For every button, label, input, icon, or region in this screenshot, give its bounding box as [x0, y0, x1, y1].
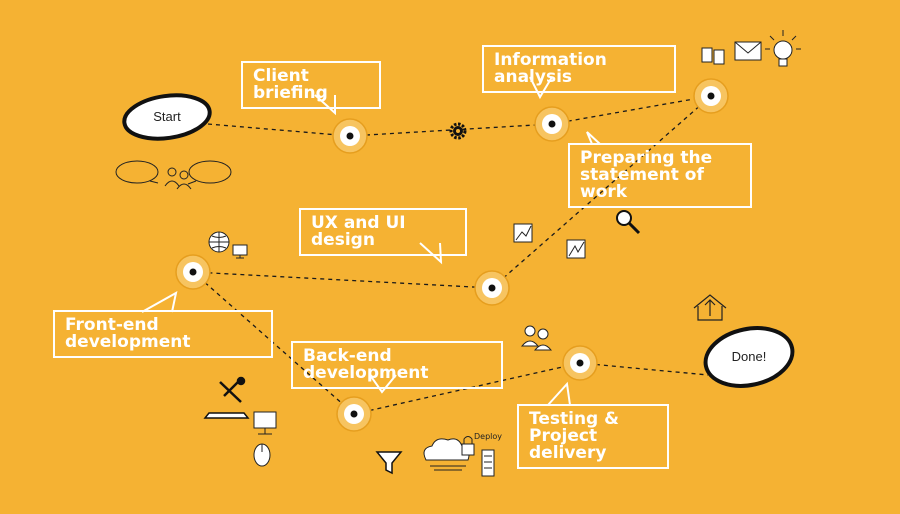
- node-information-analysis: [534, 106, 570, 142]
- lightbulb-icon: [765, 30, 801, 67]
- house-icon: [693, 294, 727, 321]
- conversation-icon: [115, 160, 232, 190]
- tail-preparing-sow: [586, 131, 601, 145]
- tools-icon: [219, 376, 246, 403]
- node-testing-delivery: [562, 345, 598, 381]
- tail-testing-delivery: [547, 381, 571, 406]
- callout-front-end-development: Front-end development: [53, 310, 273, 358]
- done-label: Done!: [731, 349, 767, 364]
- gear-icon: [449, 122, 467, 140]
- tail-back-end-development: [369, 374, 397, 394]
- lock-icon: [461, 436, 475, 456]
- photo-icon: [566, 239, 586, 259]
- path-ux-to-frontend: [192, 271, 493, 289]
- path-sow-to-ux: [491, 95, 712, 289]
- deploy-label: Deploy: [474, 432, 503, 441]
- callout-testing-delivery: Testing & Project delivery: [517, 404, 669, 469]
- path-briefing-to-analysis: [349, 123, 553, 137]
- chart-icon: [513, 223, 533, 243]
- path-testing-to-done: [579, 362, 709, 376]
- monitor-icon: [232, 244, 248, 259]
- tail-information-analysis: [529, 76, 553, 100]
- callout-ux-ui-design: UX and UI design: [299, 208, 467, 256]
- done-oval: [703, 326, 795, 388]
- documents-icon: [701, 47, 725, 65]
- callout-tails: [141, 76, 601, 406]
- start-oval: [122, 93, 212, 141]
- magnifier-icon: [616, 210, 641, 235]
- node-client-briefing: [332, 118, 368, 154]
- server-icon: [481, 449, 495, 477]
- node-back-end-development: [336, 396, 372, 432]
- funnel-icon: [375, 451, 403, 475]
- laptop-icon: [203, 412, 250, 419]
- globe-icon: [208, 231, 230, 253]
- path-analysis-to-sow: [551, 95, 712, 125]
- desktop-icon: [253, 411, 277, 435]
- node-ux-ui-design: [474, 270, 510, 306]
- step-nodes: [175, 78, 729, 432]
- start-label: Start: [153, 109, 181, 124]
- node-front-end-development: [175, 254, 211, 290]
- tail-front-end-development: [141, 291, 178, 313]
- path-start-to-briefing: [207, 123, 351, 137]
- envelope-icon: [734, 41, 762, 61]
- tail-ux-ui-design: [419, 242, 443, 265]
- callout-client-briefing: Client briefing: [241, 61, 381, 109]
- path-frontend-to-backend: [192, 271, 355, 415]
- mouse-icon: [253, 443, 271, 467]
- node-preparing-sow: [693, 78, 729, 114]
- callout-back-end-development: Back-end development: [291, 341, 503, 389]
- team-icon: [520, 325, 553, 351]
- callout-preparing-sow: Preparing the statement of work: [568, 143, 752, 208]
- callout-information-analysis: Information analysis: [482, 45, 676, 93]
